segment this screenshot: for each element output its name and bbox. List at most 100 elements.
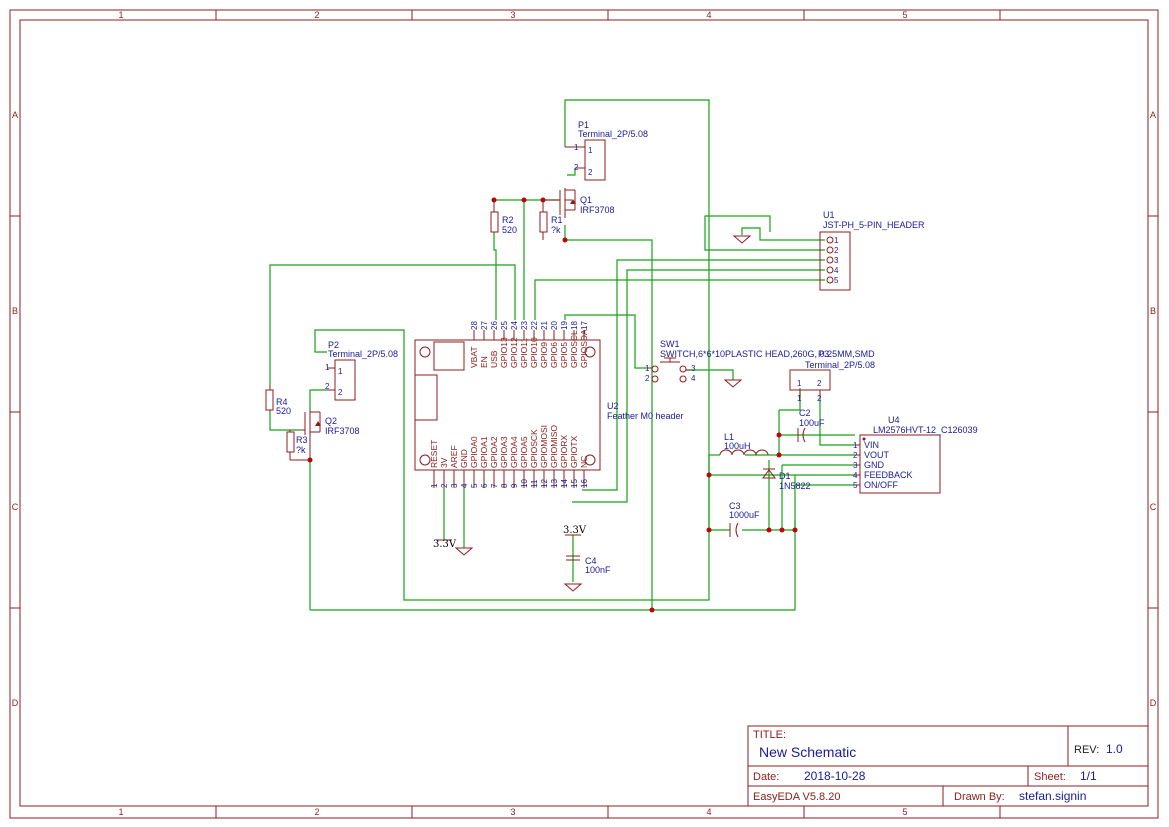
u2-top-pin-num: 26 <box>490 321 499 330</box>
u2-top-pin-name: VBAT <box>469 346 479 368</box>
u4-ref: U4 <box>888 415 900 425</box>
u2-top-pin-num: 19 <box>560 321 569 330</box>
rev-value: 1.0 <box>1106 742 1123 756</box>
resistor-r2[interactable]: R2 520 <box>490 200 517 235</box>
u2-bottom-pin-name: NC <box>579 456 589 468</box>
u2-bottom-pin-num: 11 <box>530 479 539 488</box>
r4-value: 520 <box>276 406 291 416</box>
r3-ref: R3 <box>296 435 308 445</box>
zone-row-b-right: B <box>1150 306 1156 316</box>
u2-bottom-pin-name: 3V <box>439 457 449 468</box>
u2-bottom-pin-name: GPIOA5 <box>519 436 529 468</box>
c4-ref: C4 <box>585 556 597 566</box>
c3-value: 1000uF <box>729 510 760 520</box>
u2-bottom-pin-num: 5 <box>470 483 479 488</box>
u2-top-pin-name: GPIO6 <box>549 342 559 368</box>
mosfet-q2[interactable]: Q2 IRF3708 <box>300 410 360 460</box>
u2-bottom-pin-num: 3 <box>450 483 459 488</box>
c2-ref: C2 <box>799 408 811 418</box>
u2-top-pins: 28VBAT27EN26USB25GPIO1324GPIO1223GPIO112… <box>469 321 589 368</box>
feather-u2[interactable]: U2 Feather M0 header 28VBAT27EN26USB25GP… <box>414 321 684 488</box>
u2-bottom-pin-name: RESET <box>429 440 439 468</box>
capacitor-c4[interactable]: C4 100nF <box>566 555 611 575</box>
u2-bottom-pin-num: 13 <box>550 479 559 488</box>
title-block: TITLE: New Schematic REV: 1.0 Date: 2018… <box>747 725 1149 807</box>
sw1-ref: SW1 <box>660 339 680 349</box>
zone-col-3-top: 3 <box>510 10 515 20</box>
l1-ref: L1 <box>724 432 734 442</box>
inductor-l1[interactable]: L1 100uH <box>719 432 769 456</box>
resistor-r1[interactable]: R1 ?k <box>539 200 563 240</box>
zone-col-1-top: 1 <box>118 10 123 20</box>
u2-bottom-pin-name: GPIOTX <box>569 436 579 468</box>
mosfet-q1[interactable]: Q1 IRF3708 <box>543 188 615 218</box>
zone-col-5-top: 5 <box>902 10 907 20</box>
capacitor-c2[interactable]: C2 100uF <box>797 408 825 443</box>
d1-ref: D1 <box>779 471 791 481</box>
net-3v3-b: 3.3V <box>563 525 587 536</box>
zone-row-a-right: A <box>1150 110 1156 120</box>
switch-sw1[interactable]: 1 2 3 4 SW1 SWITCH,6*6*10PLASTIC HEAD,26… <box>645 339 875 383</box>
u2-top-pin-num: 18 <box>570 321 579 330</box>
zone-row-c-right: C <box>1150 502 1157 512</box>
sheet-frame <box>9 9 1159 819</box>
sw1-pin2-num: 2 <box>645 374 650 383</box>
u2-bottom-pin-num: 1 <box>430 483 439 488</box>
u2-top-pin-name: GPIOSDA <box>579 329 589 368</box>
u2-top-pin-num: 27 <box>480 321 489 330</box>
u4-pin-num: 3 <box>853 461 858 470</box>
u2-bottom-pin-name: GPIOA2 <box>489 436 499 468</box>
title-value: New Schematic <box>759 744 856 760</box>
connector-p2[interactable]: 1 2 1 2 P2 Terminal_2P/5.08 <box>325 340 398 401</box>
u2-top-pin-name: GPIO11 <box>519 338 529 368</box>
u2-top-pin-num: 24 <box>510 321 519 330</box>
u4-pin-num: 2 <box>853 451 858 460</box>
ground-symbol-u1 <box>732 235 752 244</box>
zone-col-2-bottom: 2 <box>314 807 319 817</box>
u2-bottom-pin-num: 8 <box>500 483 509 488</box>
u2-bottom-pin-num: 9 <box>510 483 519 488</box>
capacitor-c3[interactable]: C3 1000uF <box>729 501 760 538</box>
u2-top-pin-num: 25 <box>500 321 509 330</box>
p1-pin2-num: 2 <box>574 163 579 172</box>
u2-bottom-pin-num: 10 <box>520 479 529 488</box>
u2-bottom-pin-name: GND <box>459 449 469 468</box>
u2-bottom-pin-name: AREF <box>449 445 459 468</box>
u4-pin-name: GND <box>864 460 885 470</box>
connector-p3[interactable]: 1 2 1 2 P3 Terminal_2P/5.08 <box>789 349 875 403</box>
u2-top-pin-name: GPIO5 <box>559 342 569 368</box>
sheet-value: 1/1 <box>1080 769 1097 783</box>
sw1-value: SWITCH,6*6*10PLASTIC HEAD,260G, 0.25MM,S… <box>660 349 875 359</box>
l1-value: 100uH <box>724 441 751 451</box>
r1-value: ?k <box>551 225 561 235</box>
r3-value: ?k <box>296 445 306 455</box>
u1-pin3-num: 3 <box>834 256 839 265</box>
u2-top-pin-name: GPIOSCL <box>569 330 579 368</box>
p3-pin1-num: 1 <box>797 394 802 403</box>
header-u1[interactable]: 1 2 3 4 5 U1 JST-PH_5-PIN_HEADER <box>819 210 925 291</box>
zone-col-1-bottom: 1 <box>118 807 123 817</box>
u4-pin-name: VIN <box>864 440 879 450</box>
sw1-pin4-num: 4 <box>691 374 696 383</box>
r2-value: 520 <box>502 225 517 235</box>
software-label: EasyEDA V5.8.20 <box>753 791 840 803</box>
resistor-r3[interactable]: R3 ?k <box>286 430 310 461</box>
u2-top-pin-name: GPIO12 <box>509 337 519 368</box>
u2-bottom-pin-name: GPIOA4 <box>509 436 519 468</box>
resistor-r4[interactable]: R4 520 <box>265 385 291 416</box>
diode-d1[interactable]: D1 1N5822 <box>762 468 811 491</box>
u2-bottom-pin-num: 16 <box>580 479 589 488</box>
r1-ref: R1 <box>551 215 563 225</box>
rev-label: REV: <box>1074 744 1099 756</box>
c4-value: 100nF <box>585 565 611 575</box>
connector-p1[interactable]: 1 2 1 2 P1 Terminal_2P/5.08 <box>565 120 648 181</box>
u2-top-pin-num: 23 <box>520 321 529 330</box>
ground-symbol-sw <box>723 379 743 388</box>
zone-col-4-top: 4 <box>706 10 711 20</box>
sw1-pin3-num: 3 <box>691 364 696 373</box>
c3-ref: C3 <box>729 501 741 511</box>
p3-pin2-label: 2 <box>817 379 822 388</box>
u2-bottom-pins: 1RESET23V3AREF4GND5GPIOA06GPIOA17GPIOA28… <box>429 425 589 488</box>
